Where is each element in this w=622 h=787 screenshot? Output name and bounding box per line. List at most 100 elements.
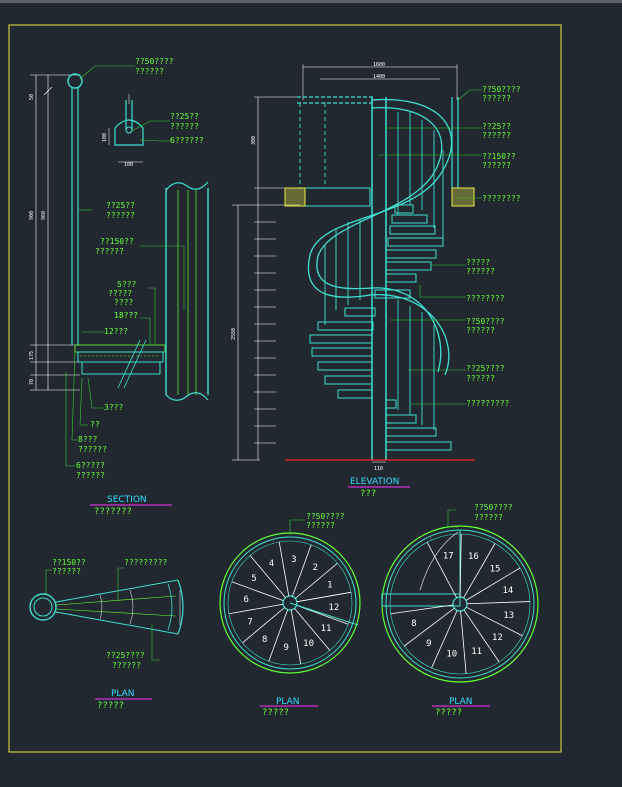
elevation-labels: ??50???? ?????? ??25?? ?????? ??150?? ??… [348,85,521,499]
elevation-label-4: ??150?? [482,152,516,161]
plan-mid-tread-2: 2 [313,563,318,573]
elevation-detail [232,64,482,463]
plan-right-subtitle: ????? [435,708,462,718]
elevation-label-13: ?????? [466,374,495,383]
plan-right-tread-14: 14 [503,586,514,596]
plan-mid-tread-7: 7 [247,618,252,628]
section-label-13: 12??? [104,327,128,336]
svg-text:960: 960 [41,211,47,220]
elevation-subtitle: ??? [360,489,376,499]
plan-right-tread-12: 12 [492,633,503,643]
plan-right-tread-11: 11 [471,647,482,657]
section-detail [30,65,209,467]
section-label-3: ?????? [170,122,199,131]
section-label-8: ?????? [95,247,124,256]
elevation-label-1: ?????? [482,94,511,103]
svg-text:100: 100 [124,162,133,168]
svg-text:100: 100 [102,133,108,142]
plan-right-label-0: ??50???? [474,503,513,512]
plan-left-label-0: ??150?? [52,558,86,567]
plan-right-tread-10: 10 [446,649,457,659]
section-label-15: ?? [90,420,100,429]
elevation-dim-1600: 1600 [373,62,385,68]
plan-mid-tread-3: 3 [291,555,296,565]
section-label-18: 6????? [76,461,105,470]
section-label-1: ?????? [135,67,164,76]
elevation-title: ELEVATION [350,477,399,487]
plan-mid-tread-4: 4 [269,559,274,569]
plan-right-tread-8: 8 [411,619,416,629]
plan-right-title: PLAN [449,697,473,707]
elevation-label-11: ?????? [466,326,495,335]
elevation-label-12: ??25???? [466,364,505,373]
section-label-2: ??25?? [170,112,199,121]
section-label-16: 8??? [78,435,97,444]
plan-left-label-3: ??25???? [106,651,145,660]
window-top-bar [0,0,622,3]
section-label-5: ??25?? [106,201,135,210]
plan-mid-title: PLAN [276,697,300,707]
elevation-label-10: ??50???? [466,317,505,326]
plan-mid-label-0: ??50???? [306,512,345,521]
plan-left-label-2: ????????? [124,558,168,567]
section-label-7: ??150?? [100,237,134,246]
plan-middle-detail [219,519,361,674]
plan-right-tread-13: 13 [503,611,514,621]
section-label-19: ?????? [76,471,105,480]
svg-text:900: 900 [29,211,35,220]
plan-mid-tread-12: 12 [328,603,339,613]
plan-right-tread-17: 17 [443,551,454,561]
plan-left-label-4: ?????? [112,661,141,670]
plan-mid-tread-11: 11 [321,624,332,634]
elevation-dim-110: 110 [374,466,383,472]
section-label-11: ???? [114,298,133,307]
plan-right-tread-16: 16 [468,552,479,562]
section-subtitle: ??????? [94,507,132,517]
section-label-0: ??50???? [135,57,174,66]
section-label-9: 5??? [117,280,136,289]
section-label-14: 3??? [104,403,123,412]
elevation-dimension-text: 1600 1400 110 300 2580 [231,62,385,472]
elevation-label-5: ?????? [482,161,511,170]
svg-text:50: 50 [29,94,35,100]
section-title: SECTION [107,495,147,505]
plan-mid-tread-5: 5 [251,574,256,584]
svg-text:300: 300 [251,136,257,145]
plan-mid-tread-8: 8 [262,635,267,645]
plan-left-subtitle: ????? [97,701,124,711]
elevation-label-0: ??50???? [482,85,521,94]
section-label-4: 6?????? [170,136,204,145]
svg-text:175: 175 [29,351,35,360]
plan-left-detail [29,567,184,661]
elevation-label-6: ???????? [482,194,521,203]
section-label-10: ????? [108,289,132,298]
section-dimension-text: 50 900 960 175 70 100 100 [29,94,133,385]
elevation-label-3: ?????? [482,131,511,140]
elevation-label-7: ????? [466,258,490,267]
plan-left-labels: ??150?? ?????? ????????? ??25???? ??????… [52,558,168,711]
plan-right-label-1: ?????? [474,513,503,522]
elevation-label-9: ???????? [466,294,505,303]
plan-right-tread-15: 15 [490,564,501,574]
plan-mid-tread-1: 1 [327,580,332,590]
elevation-label-2: ??25?? [482,122,511,131]
svg-text:2580: 2580 [231,328,237,340]
plan-right-tread-9: 9 [426,639,431,649]
plan-mid-tread-6: 6 [243,595,248,605]
section-label-12: 18??? [114,311,138,320]
elevation-label-14: ????????? [466,399,510,408]
drawing-frame [8,24,562,753]
elevation-dim-1400: 1400 [373,74,385,80]
plan-mid-subtitle: ????? [262,708,289,718]
section-labels: ??50???? ?????? ??25?? ?????? 6?????? ??… [76,57,204,517]
elevation-label-8: ?????? [466,267,495,276]
plan-left-title: PLAN [111,689,135,699]
plan-mid-tread-10: 10 [303,639,314,649]
section-label-17: ?????? [78,445,107,454]
plan-left-label-1: ?????? [52,567,81,576]
plan-right-detail [381,509,539,683]
plan-mid-label-1: ?????? [306,521,335,530]
